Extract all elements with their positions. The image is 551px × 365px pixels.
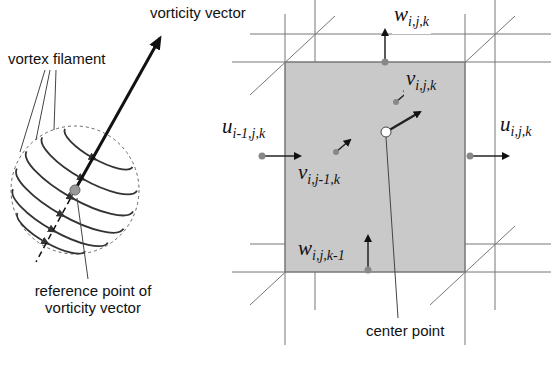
velocity-point [382,59,389,66]
filament-label: vortex filament [8,50,106,67]
velocity-arrows [259,30,509,318]
u-arrow [262,155,300,157]
velocity-label: vi,j,k [404,66,438,98]
reference-point-dot [70,185,80,195]
leader-line [386,137,398,318]
velocity-label: wi,j,k-1 [296,236,347,268]
center-point-label: center point [366,322,444,339]
center-point-dot [381,127,391,137]
filament-winding [18,151,134,227]
leader-line [36,70,50,140]
velocity-point [365,267,372,274]
velocity-label: vi,j-1,k [296,160,342,192]
grid-line [495,0,496,310]
reference-point-label: reference point of vorticity vector [18,282,168,316]
grid-line [465,14,466,345]
grid-line [285,14,286,345]
cell-face [285,62,465,272]
u-arrow [470,155,508,157]
w-arrow [367,236,369,270]
grid-cell [232,0,551,345]
leader-line [54,70,56,130]
grid-line [232,272,551,273]
center-vorticity-arrow [386,112,420,132]
w-arrow [384,30,386,62]
leader-line [77,198,88,279]
velocity-point [393,99,399,105]
leader-line [20,70,45,152]
velocity-point [467,153,474,160]
velocity-label: ui-1,j,k [220,114,267,146]
vector-label: vorticity vector [150,4,246,21]
velocity-point [333,149,339,155]
velocity-label: wi,j,k [392,2,431,34]
filament-winding [12,213,85,261]
filament-winding [8,169,124,245]
vortex-sphere [5,38,160,279]
vortex-filament-windings [5,129,137,261]
filament-winding [5,189,108,257]
grid-line [232,62,551,63]
velocity-point [259,153,266,160]
sphere-outline [11,126,139,254]
axis-dashed-line [36,190,75,262]
velocity-label: ui,j,k [498,112,534,144]
